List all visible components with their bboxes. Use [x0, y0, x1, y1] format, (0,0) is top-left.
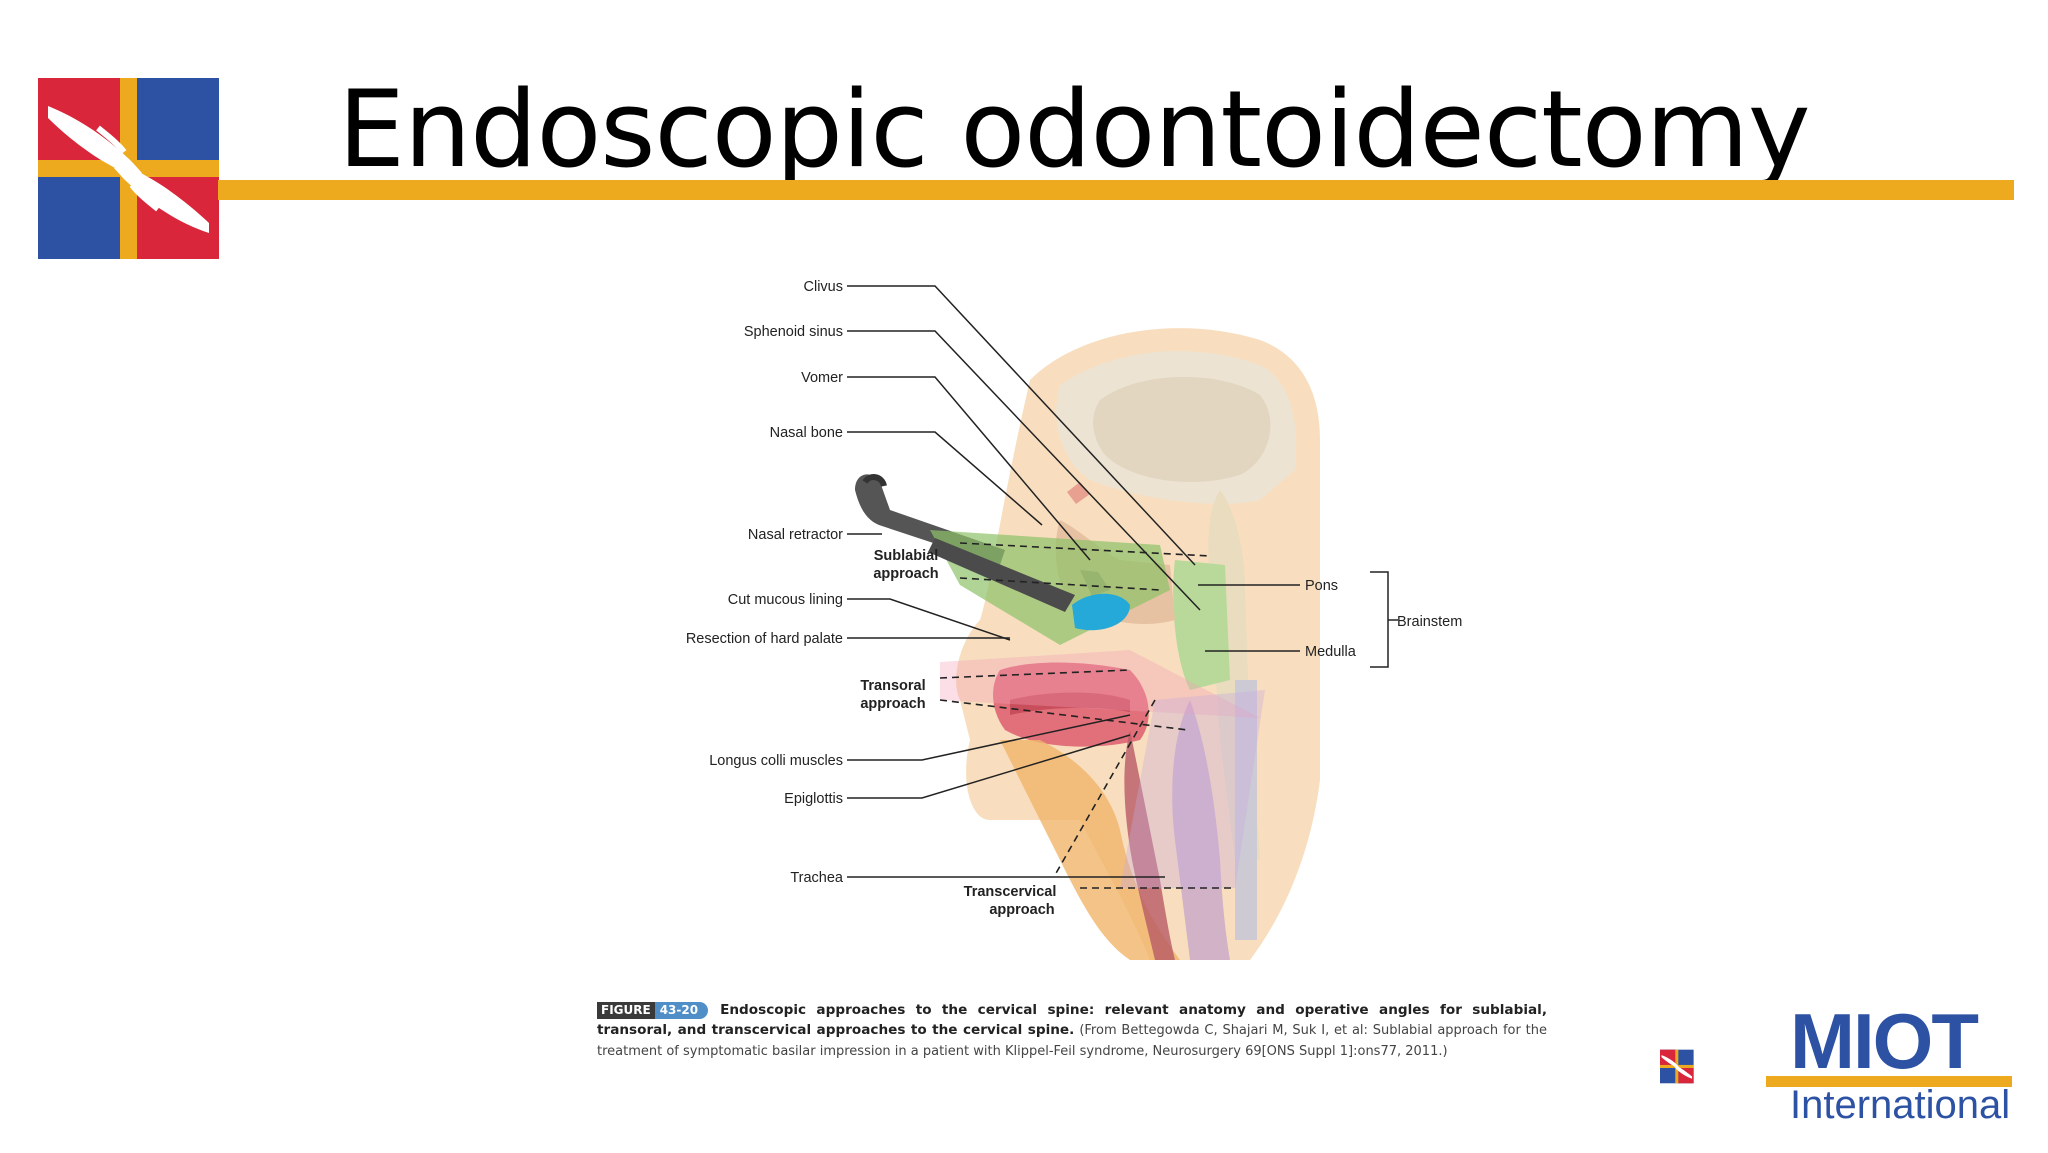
label-clivus: Clivus: [804, 279, 843, 295]
label-epiglottis: Epiglottis: [784, 791, 843, 807]
figure-number: 43-20: [654, 1002, 709, 1019]
slide-title: Endoscopic odontoidectomy: [338, 68, 1811, 191]
approach-dashed-lines: [939, 542, 1235, 889]
label-sphenoid-sinus: Sphenoid sinus: [744, 324, 843, 340]
label-trachea: Trachea: [790, 870, 844, 886]
label-sublabial-approach-line2: approach: [873, 566, 938, 582]
miot-logo-mark: [38, 78, 219, 259]
label-nasal-bone: Nasal bone: [770, 425, 843, 441]
head-sagittal-illustration: [956, 328, 1320, 960]
caption-lead: Endoscopic approaches to the cervical sp…: [597, 1002, 1547, 1038]
label-longus-colli-muscles: Longus colli muscles: [709, 753, 843, 769]
right-leader-lines: [1198, 571, 1398, 668]
title-underline: [218, 180, 2014, 200]
miot-logo-mark-bottom: [1660, 1049, 1694, 1084]
caption-source: (From Bettegowda C, Shajari M, Suk I, et…: [597, 1023, 1547, 1059]
label-transcervical-approach-line2: approach: [989, 902, 1054, 918]
label-cut-mucous-lining: Cut mucous lining: [728, 592, 843, 608]
logo-accent-bar: [1766, 1076, 2012, 1087]
label-medulla: Medulla: [1305, 644, 1357, 660]
left-labels: Clivus Sphenoid sinus Vomer Nasal bone N…: [686, 279, 844, 886]
left-leader-lines: [847, 285, 1201, 878]
label-brainstem: Brainstem: [1397, 614, 1462, 630]
anatomy-figure: Clivus Sphenoid sinus Vomer Nasal bone N…: [686, 279, 1462, 960]
label-pons: Pons: [1305, 578, 1338, 594]
transoral-approach-wedge: [940, 650, 1260, 718]
logo-wordmark: MIOT: [1790, 997, 1979, 1085]
logo-subtitle: International: [1790, 1083, 2011, 1127]
label-sublabial-approach-line1: Sublabial: [874, 548, 938, 564]
approach-labels: Sublabial approach Transoral approach Tr…: [860, 548, 1056, 918]
transcervical-approach-wedge: [1120, 690, 1265, 888]
label-nasal-retractor: Nasal retractor: [748, 527, 843, 543]
right-labels: Pons Medulla Brainstem: [1305, 578, 1462, 660]
nasal-retractor-illustration: [855, 474, 1170, 645]
figure-tag: FIGURE: [597, 1002, 655, 1019]
label-transoral-approach-line2: approach: [860, 696, 925, 712]
label-resection-of-hard-palate: Resection of hard palate: [686, 631, 843, 647]
label-transoral-approach-line1: Transoral: [860, 678, 925, 694]
label-vomer: Vomer: [801, 370, 843, 386]
label-transcervical-approach-line1: Transcervical: [964, 884, 1057, 900]
